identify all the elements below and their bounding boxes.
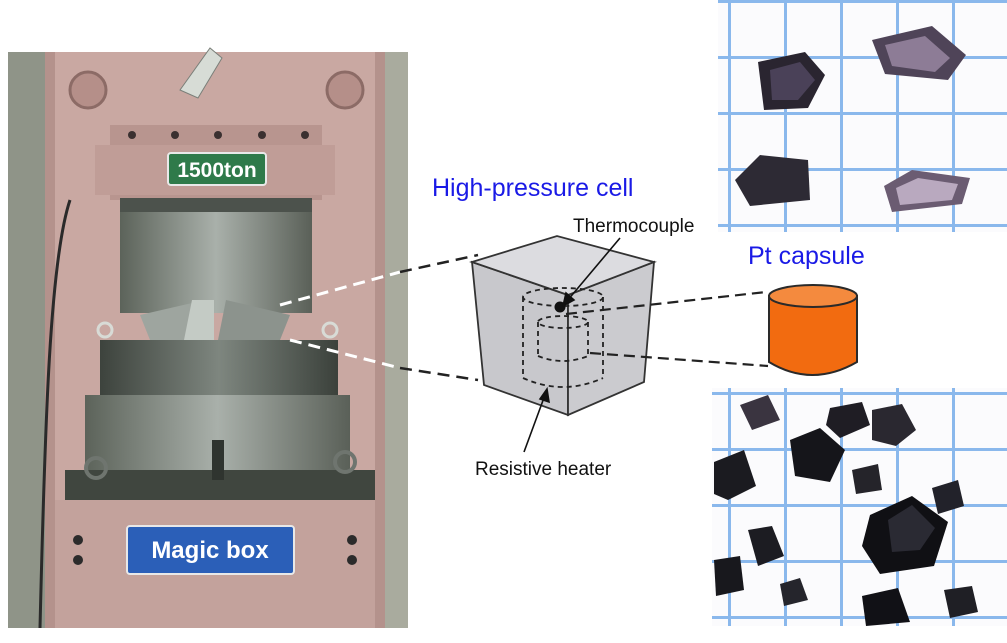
lamp-icon <box>179 47 223 99</box>
magic-box-badge-text: Magic box <box>151 537 269 564</box>
pt-capsule-title: Pt capsule <box>748 242 865 270</box>
crystal-photo-top <box>718 0 1007 232</box>
lower-anvil-top <box>100 340 338 400</box>
zoom-lines-black <box>399 253 479 382</box>
pressure-cell-cube <box>469 235 657 417</box>
high-pressure-cell-title: High-pressure cell <box>432 174 634 202</box>
capsule-lines <box>565 290 769 368</box>
annotation-arrows <box>523 237 621 453</box>
tonnage-badge-text: 1500ton <box>177 159 256 182</box>
thermocouple-label: Thermocouple <box>573 216 695 237</box>
resistive-heater-label: Resistive heater <box>475 459 612 480</box>
crystal-photo-bottom <box>712 388 1007 626</box>
upper-anvil <box>120 198 312 313</box>
pt-capsule <box>768 284 858 376</box>
tonnage-badge <box>167 152 267 186</box>
magic-box-badge <box>126 525 295 575</box>
press-photo: 1500ton Magic box <box>8 47 408 629</box>
knob-left <box>68 70 108 110</box>
zoom-lines-white <box>279 270 401 370</box>
knob-right <box>325 70 365 110</box>
